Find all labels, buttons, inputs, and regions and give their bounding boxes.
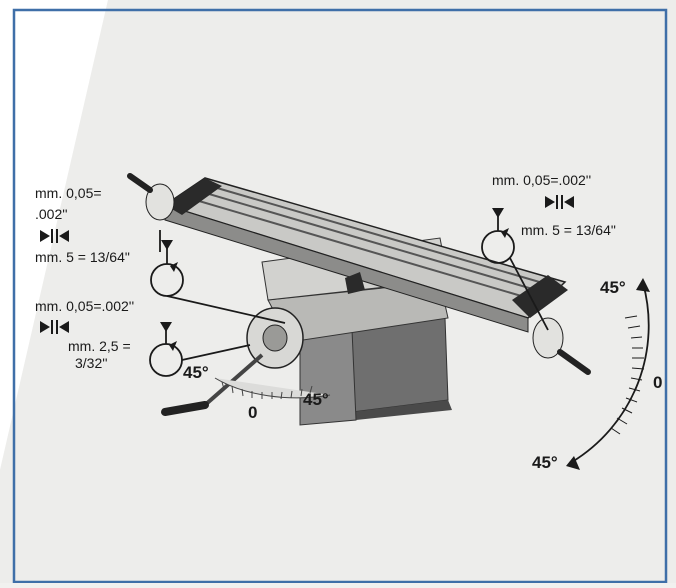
right-handle — [557, 349, 591, 375]
rotary-scale-ticks — [221, 381, 313, 400]
right-backlash: mm. 0,05=.002'' — [492, 172, 592, 188]
frame-border — [12, 8, 668, 584]
cross-backlash: mm. 0,05=.002'' — [35, 298, 135, 314]
swivel-arc — [571, 282, 650, 463]
left-backlash-metric: mm. 0,05= — [35, 185, 102, 201]
table-end-right — [512, 275, 568, 318]
t-slot-2 — [191, 188, 554, 296]
swivel-lower-angle: 45° — [532, 453, 558, 472]
left-backlash-inch: .002'' — [35, 206, 68, 222]
table-lock — [345, 272, 365, 294]
base-foot — [352, 400, 452, 420]
cross-feed-hub — [262, 324, 288, 352]
left-handle — [127, 173, 153, 193]
swivel-ticks — [610, 315, 645, 435]
left-pitch: mm. 5 = 13/64" — [35, 249, 130, 265]
cross-pitch-inch: 3/32'' — [75, 355, 108, 371]
right-handwheel-collar — [532, 317, 564, 359]
compound-table-drawing — [127, 173, 591, 426]
dial-zero: 0 — [248, 403, 258, 422]
t-slot-3 — [199, 182, 561, 289]
cross-pitch-metric: mm. 2,5 = — [68, 338, 131, 354]
left-handwheel-collar — [145, 183, 175, 221]
table-end-left — [165, 178, 222, 215]
backlash-symbols — [40, 195, 574, 334]
swivel-upper-angle: 45° — [600, 278, 626, 297]
dial-right-angle: 45° — [303, 390, 329, 409]
base-side — [299, 329, 357, 426]
crank-arm — [203, 353, 264, 407]
callout-graphics — [149, 208, 650, 470]
t-slot-1 — [181, 195, 546, 304]
dial-left-angle: 45° — [183, 363, 209, 382]
crank-handle — [161, 401, 209, 416]
swivel-zero: 0 — [653, 373, 663, 392]
right-pitch: mm. 5 = 13/64" — [521, 222, 616, 238]
